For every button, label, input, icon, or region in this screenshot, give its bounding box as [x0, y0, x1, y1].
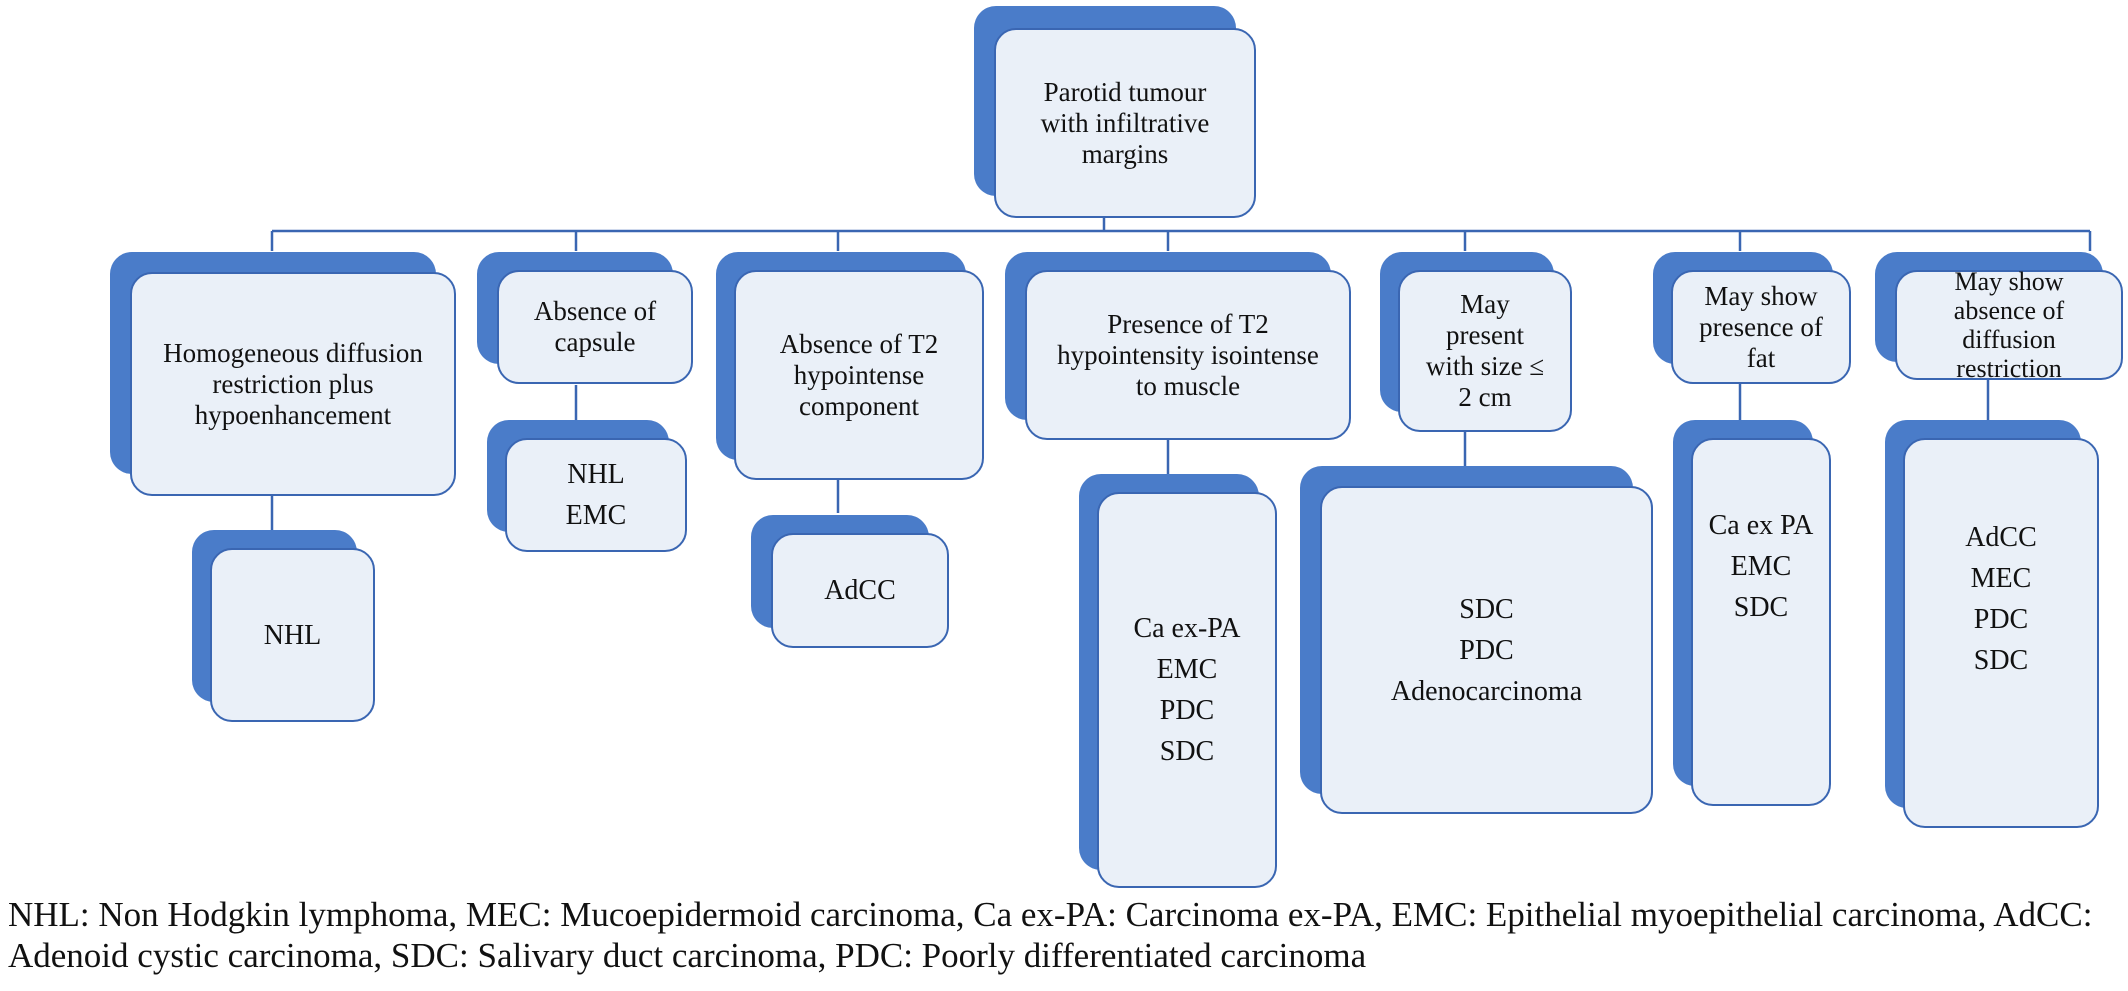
- criterion-label-1: Homogeneous diffusion restriction plus h…: [163, 337, 423, 430]
- criterion-node-1: Homogeneous diffusion restriction plus h…: [110, 252, 458, 498]
- result-label-7: AdCC MEC PDC SDC: [1965, 522, 2037, 676]
- criterion-label-5: May present with size ≤ 2 cm: [1425, 289, 1545, 412]
- result-label-1-text: NHL: [263, 619, 322, 651]
- result-node-5: SDC PDC Adenocarcinoma: [1300, 466, 1655, 816]
- root-label: Parotid tumour with infiltrative margins: [1040, 76, 1210, 169]
- result-label-4: Ca ex-PA EMC PDC SDC: [1133, 613, 1241, 767]
- criterion-label-4: Presence of T2 hypointensity isointense …: [1057, 308, 1319, 401]
- result-node-4: Ca ex-PA EMC PDC SDC: [1079, 474, 1279, 891]
- result-node-2: NHL EMC: [487, 420, 689, 554]
- criterion-node-3: Absence of T2 hypointense component: [716, 252, 986, 482]
- root-node: Parotid tumour with infiltrative margins: [974, 6, 1256, 218]
- criterion-node-6: May show presence of fat: [1653, 252, 1853, 386]
- result-label-6: Ca ex PA EMC SDC: [1708, 509, 1814, 623]
- result-node-1: NHL EMC NHL: [192, 530, 377, 724]
- result-node-7: AdCC MEC PDC SDC: [1885, 420, 2101, 830]
- result-label-3: AdCC: [824, 575, 896, 606]
- result-label-2: NHL EMC: [565, 459, 627, 531]
- result-node-6: Ca ex PA EMC SDC: [1673, 420, 1833, 808]
- criterion-label-6: May show presence of fat: [1699, 280, 1823, 373]
- result-label-5: SDC PDC Adenocarcinoma: [1390, 593, 1583, 707]
- abbreviation-legend: NHL: Non Hodgkin lymphoma, MEC: Mucoepid…: [8, 895, 2093, 975]
- criterion-node-7: May show absence of diffusion restrictio…: [1875, 252, 2125, 383]
- criterion-node-4: Presence of T2 hypointensity isointense …: [1005, 252, 1353, 442]
- criterion-node-2: Absence of capsule: [477, 252, 695, 386]
- criterion-label-2: Absence of capsule: [533, 296, 657, 357]
- criterion-label-7: May show absence of diffusion restrictio…: [1953, 267, 2065, 383]
- criterion-node-5: May present with size ≤ 2 cm: [1380, 252, 1574, 434]
- criterion-label-3: Absence of T2 hypointense component: [779, 328, 939, 421]
- result-node-3: AdCC: [751, 515, 951, 650]
